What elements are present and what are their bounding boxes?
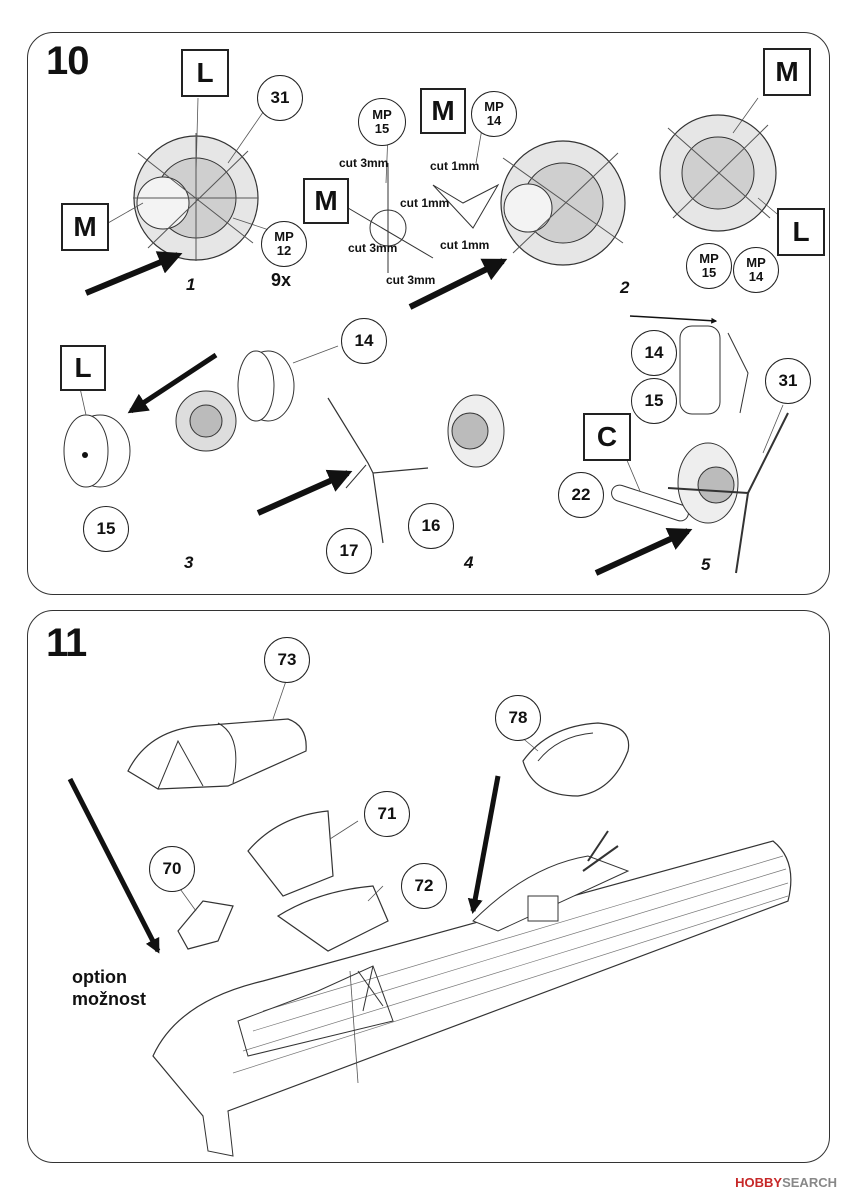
mp-part-14: MP 14 [733, 247, 779, 293]
watermark: HOBBYSEARCH [735, 1175, 837, 1190]
engine-illustration-2 [500, 140, 626, 266]
part-number-31: 31 [765, 358, 811, 404]
assembly-arrow [467, 775, 501, 914]
engine-in-cowling [447, 394, 505, 468]
canopy-part-78 [522, 722, 630, 797]
callout-L: L [777, 208, 825, 256]
mp-label: MP [699, 251, 719, 266]
mp-number: 14 [748, 269, 764, 284]
engine-illustration-small [175, 390, 237, 452]
mp-part-15: MP 15 [358, 98, 406, 146]
step-10-panel: 10 [27, 32, 830, 595]
callout-M: M [420, 88, 466, 134]
step-number: 11 [46, 621, 87, 665]
mp-label: MP [484, 99, 504, 114]
part-number-70: 70 [149, 846, 195, 892]
quantity-label: 9x [271, 270, 292, 290]
windscreen-part-71 [247, 810, 334, 897]
part-number-22: 22 [558, 472, 604, 518]
mp-part-15: MP 15 [686, 243, 732, 289]
windscreen-part-70 [177, 900, 234, 950]
assembly-arrow [84, 251, 183, 296]
substep-4-index: 4 [464, 553, 474, 572]
mp-part-12: MP 12 [261, 221, 307, 267]
mp-part-14: MP 14 [471, 91, 517, 137]
part-number-14: 14 [341, 318, 387, 364]
firewall-part [679, 325, 749, 415]
step-11-panel: 11 [27, 610, 830, 1163]
substep-3-index: 3 [184, 553, 194, 572]
substep-1-index: 1 [186, 275, 196, 294]
canopy-part-73 [127, 718, 307, 790]
part-number-16: 16 [408, 503, 454, 549]
engine-illustration-1 [133, 133, 259, 261]
engine-illustration-3 [659, 114, 777, 232]
mp-number: 12 [276, 243, 292, 258]
cut-label: cut 3mm [386, 273, 436, 287]
tool-22 [611, 484, 689, 522]
callout-M: M [763, 48, 811, 96]
fuselage-assembly [152, 830, 792, 1157]
assembly-arrow [67, 777, 161, 954]
option-label-cz: možnost [72, 989, 146, 1009]
assembly-arrow [408, 258, 508, 310]
option-label: option [72, 967, 127, 987]
step-10-illustration [63, 97, 789, 576]
part-number-78: 78 [495, 695, 541, 741]
step-number: 10 [46, 39, 89, 83]
mp-part-spider [342, 163, 500, 273]
part-number-31: 31 [257, 75, 303, 121]
cowling-ring-14 [237, 350, 295, 422]
mp-label: MP [746, 255, 766, 270]
part-number-14: 14 [631, 330, 677, 376]
mp-number: 14 [486, 113, 502, 128]
cowling-ring-15 [63, 414, 131, 488]
part-number-15: 15 [631, 378, 677, 424]
cut-label: cut 3mm [339, 156, 389, 170]
watermark-brand: HOBBY [735, 1175, 783, 1190]
part-number-15: 15 [83, 506, 129, 552]
cut-label: cut 3mm [348, 241, 398, 255]
mp-label: MP [274, 229, 294, 244]
assembly-arrow [594, 528, 693, 576]
callout-L: L [60, 345, 106, 391]
step-11-illustration [67, 680, 792, 1157]
assembly-arrow [256, 469, 353, 516]
mp-number: 15 [374, 121, 390, 136]
cut-label: cut 1mm [440, 238, 490, 252]
substep-2-index: 2 [620, 278, 630, 297]
part-number-71: 71 [364, 791, 410, 837]
callout-M: M [303, 178, 349, 224]
mp-number: 15 [701, 265, 717, 280]
assembly-arrow [127, 352, 218, 414]
callout-C: C [583, 413, 631, 461]
callout-L: L [181, 49, 229, 97]
cut-label: cut 1mm [400, 196, 450, 210]
windscreen-part-72 [276, 885, 389, 952]
part-number-72: 72 [401, 863, 447, 909]
part-number-73: 73 [264, 637, 310, 683]
substep-5-index: 5 [701, 555, 711, 574]
engine-with-propeller [667, 412, 789, 574]
part-number-17: 17 [326, 528, 372, 574]
mp-label: MP [372, 107, 392, 122]
watermark-rest: SEARCH [782, 1175, 837, 1190]
callout-M: M [61, 203, 109, 251]
cut-label: cut 1mm [430, 159, 480, 173]
